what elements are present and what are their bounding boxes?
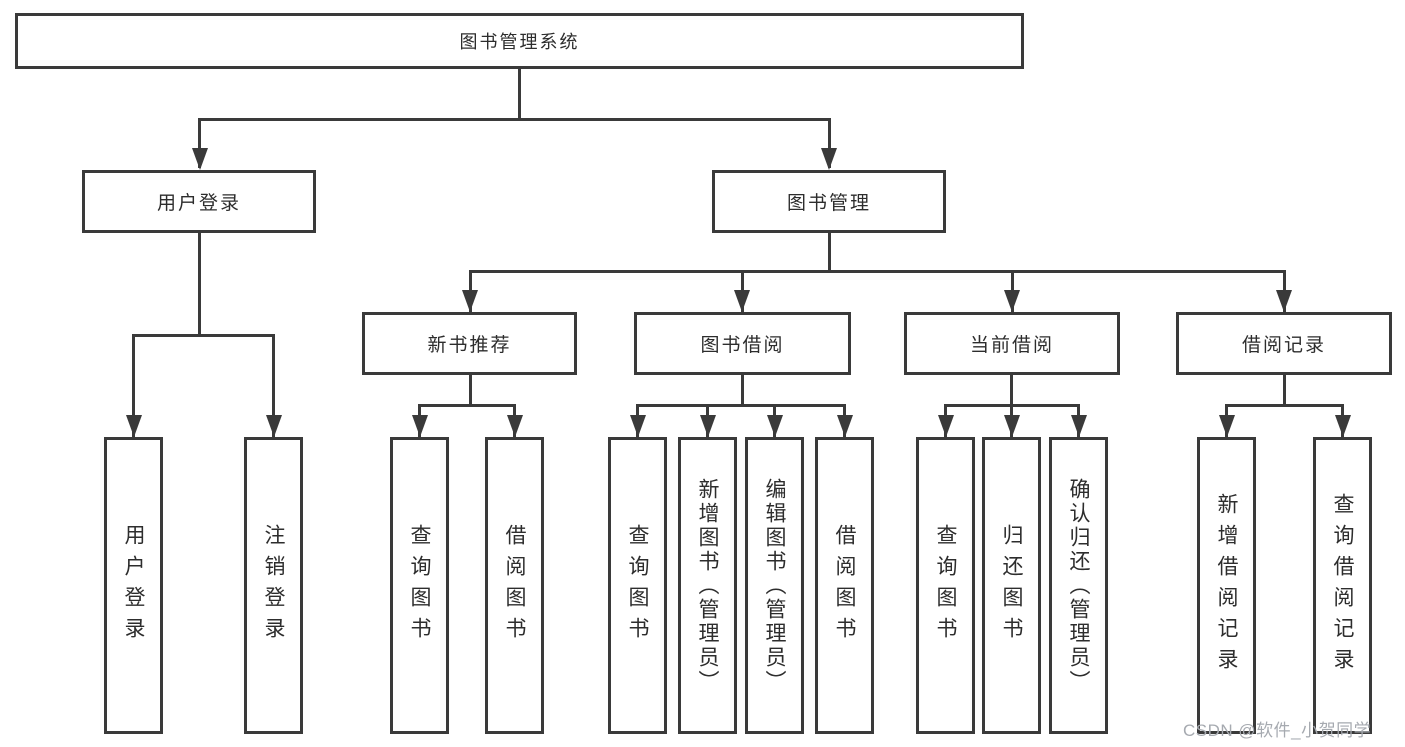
leaf-confirm-return-admin: 确认归还（管理员） bbox=[1049, 437, 1108, 734]
leaf-add-book-admin-label: 新增图书（管理员） bbox=[696, 477, 719, 694]
leaf-query-books-recommend-label: 查询图书 bbox=[408, 523, 431, 648]
arrow-down-icon bbox=[734, 290, 750, 312]
arrow-down-icon bbox=[266, 415, 282, 437]
leaf-query-books-recommend: 查询图书 bbox=[390, 437, 449, 734]
node-book-borrowing-label: 图书借阅 bbox=[700, 335, 785, 356]
leaf-user-login: 用户登录 bbox=[104, 437, 163, 734]
leaf-add-book-admin: 新增图书（管理员） bbox=[678, 437, 737, 734]
node-borrowing-records: 借阅记录 bbox=[1176, 312, 1392, 375]
leaf-borrow-books-recommend: 借阅图书 bbox=[485, 437, 544, 734]
arrow-down-icon bbox=[821, 148, 837, 170]
node-current-borrowing: 当前借阅 bbox=[904, 312, 1120, 375]
connector-line bbox=[1225, 404, 1344, 407]
connector-line bbox=[1283, 375, 1286, 405]
node-new-book-recommendation: 新书推荐 bbox=[362, 312, 577, 375]
arrow-down-icon bbox=[938, 415, 954, 437]
connector-line bbox=[272, 334, 275, 437]
connector-line bbox=[198, 118, 831, 121]
arrow-down-icon bbox=[1219, 415, 1235, 437]
leaf-confirm-return-admin-label: 确认归还（管理员） bbox=[1067, 477, 1090, 694]
connector-line bbox=[198, 233, 201, 335]
connector-line bbox=[198, 118, 201, 168]
leaf-query-books-borrowing-label: 查询图书 bbox=[626, 523, 649, 648]
arrow-down-icon bbox=[1004, 415, 1020, 437]
leaf-user-login-label: 用户登录 bbox=[122, 523, 145, 648]
leaf-add-borrow-record-label: 新增借阅记录 bbox=[1215, 492, 1238, 679]
node-borrowing-records-label: 借阅记录 bbox=[1241, 335, 1326, 356]
leaf-edit-book-admin: 编辑图书（管理员） bbox=[745, 437, 804, 734]
node-new-book-recommendation-label: 新书推荐 bbox=[427, 335, 512, 356]
arrow-down-icon bbox=[837, 415, 853, 437]
leaf-add-borrow-record: 新增借阅记录 bbox=[1197, 437, 1256, 734]
node-library-management-system: 图书管理系统 bbox=[15, 13, 1024, 69]
arrow-down-icon bbox=[412, 415, 428, 437]
leaf-borrow-books-borrowing-label: 借阅图书 bbox=[833, 523, 856, 648]
leaf-query-borrow-record-label: 查询借阅记录 bbox=[1331, 492, 1354, 679]
arrow-down-icon bbox=[630, 415, 646, 437]
node-user-login-label: 用户登录 bbox=[156, 193, 241, 214]
arrow-down-icon bbox=[767, 415, 783, 437]
node-book-management: 图书管理 bbox=[712, 170, 946, 233]
arrow-down-icon bbox=[462, 290, 478, 312]
arrow-down-icon bbox=[126, 415, 142, 437]
connector-line bbox=[469, 270, 1285, 273]
leaf-logout: 注销登录 bbox=[244, 437, 303, 734]
leaf-borrow-books-recommend-label: 借阅图书 bbox=[503, 523, 526, 648]
arrow-down-icon bbox=[700, 415, 716, 437]
node-user-login: 用户登录 bbox=[82, 170, 316, 233]
arrow-down-icon bbox=[1276, 290, 1292, 312]
connector-line bbox=[636, 404, 845, 407]
connector-line bbox=[469, 375, 472, 405]
arrow-down-icon bbox=[1004, 290, 1020, 312]
arrow-down-icon bbox=[1071, 415, 1087, 437]
node-book-borrowing: 图书借阅 bbox=[634, 312, 851, 375]
node-current-borrowing-label: 当前借阅 bbox=[969, 335, 1054, 356]
node-library-management-system-label: 图书管理系统 bbox=[459, 32, 580, 52]
leaf-borrow-books-borrowing: 借阅图书 bbox=[815, 437, 874, 734]
leaf-query-books-current: 查询图书 bbox=[916, 437, 975, 734]
connector-line bbox=[418, 404, 516, 407]
connector-line bbox=[132, 334, 274, 337]
leaf-query-borrow-record: 查询借阅记录 bbox=[1313, 437, 1372, 734]
connector-line bbox=[828, 118, 831, 168]
connector-line bbox=[741, 375, 744, 405]
leaf-return-books-label: 归还图书 bbox=[1000, 523, 1023, 648]
leaf-return-books: 归还图书 bbox=[982, 437, 1041, 734]
leaf-query-books-current-label: 查询图书 bbox=[934, 523, 957, 648]
leaf-logout-label: 注销登录 bbox=[262, 523, 285, 648]
arrow-down-icon bbox=[1335, 415, 1351, 437]
arrow-down-icon bbox=[192, 148, 208, 170]
connector-line bbox=[828, 233, 831, 271]
arrow-down-icon bbox=[507, 415, 523, 437]
leaf-query-books-borrowing: 查询图书 bbox=[608, 437, 667, 734]
csdn-watermark: CSDN @软件_小贺同学 bbox=[1183, 721, 1372, 740]
connector-line bbox=[132, 334, 135, 437]
leaf-edit-book-admin-label: 编辑图书（管理员） bbox=[763, 477, 786, 694]
node-book-management-label: 图书管理 bbox=[786, 193, 871, 214]
connector-line bbox=[1010, 375, 1013, 405]
connector-line bbox=[518, 69, 521, 119]
